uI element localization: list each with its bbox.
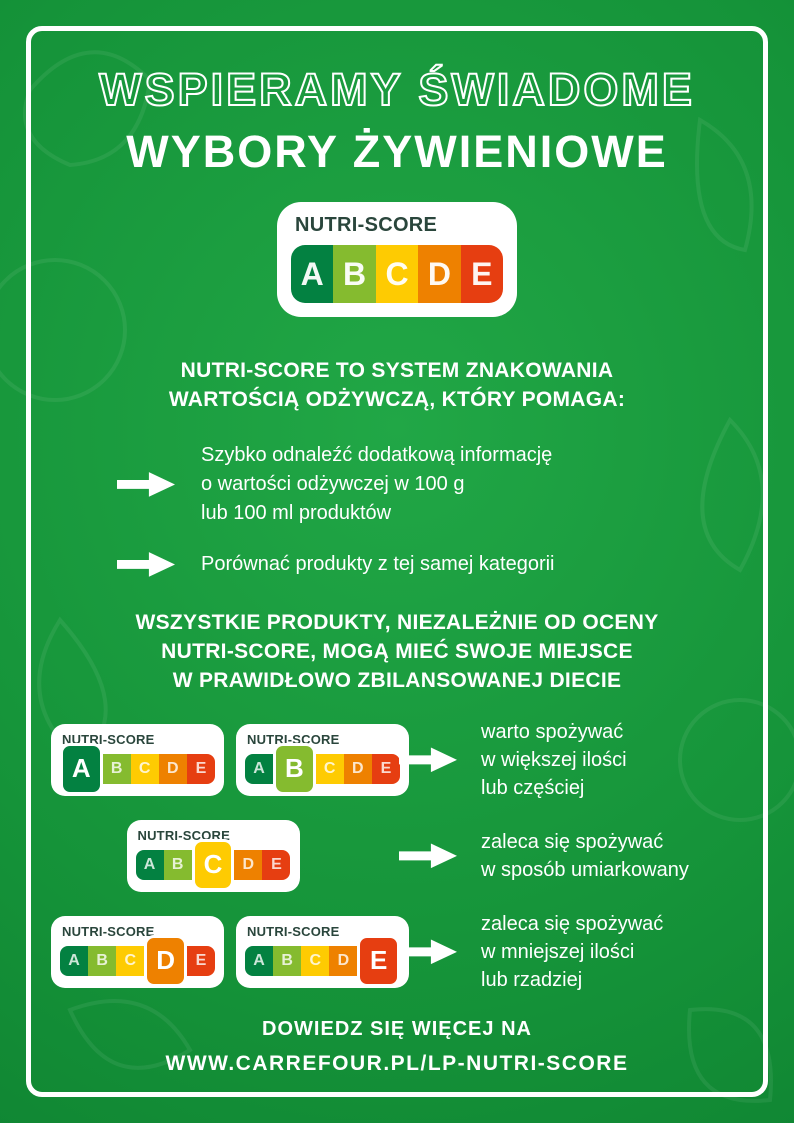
score-letter-e: E	[186, 945, 215, 976]
score-letter-d: D	[343, 753, 372, 784]
score-letter-a: A	[245, 945, 274, 976]
score-advice: zaleca się spożywać w mniejszej ilości l…	[481, 912, 664, 991]
score-letter-a: A	[135, 849, 164, 880]
poster-content: WSPIERAMY ŚWIADOME WYBORY ŻYWIENIOWE NUT…	[31, 31, 763, 1092]
nutriscore-badge-d: NUTRI-SCORE A B C D E	[51, 915, 224, 988]
score-letter-c: C	[375, 245, 419, 303]
nutriscore-label: NUTRI-SCORE	[295, 214, 438, 236]
score-letter-d: D	[158, 753, 187, 784]
score-letter-d: D	[234, 849, 263, 880]
nutriscore-badge-a: NUTRI-SCORE A B C D E	[51, 723, 224, 796]
badge-group: NUTRI-SCORE A B C D E NUTRI-SCORE A	[51, 915, 409, 988]
nutriscore-badge-e: NUTRI-SCORE A B C D E	[236, 915, 409, 988]
intro-heading: NUTRI-SCORE TO SYSTEM ZNAKOWANIA WARTOŚC…	[168, 359, 626, 411]
section-heading: WSZYSTKIE PRODUKTY, NIEZALEŻNIE OD OCENY…	[135, 610, 659, 692]
nutriscore-scale: A B C D E	[245, 934, 400, 987]
score-letter-b: B	[163, 849, 192, 880]
score-letter-c: C	[130, 753, 159, 784]
nutriscore-scale: A B C D E	[291, 245, 504, 303]
score-letter-b: B	[333, 245, 376, 303]
footer-url: WWW.CARREFOUR.PL/LP-NUTRI-SCORE	[165, 1051, 629, 1075]
footer: DOWIEDZ SIĘ WIĘCEJ NA WWW.CARREFOUR.PL/L…	[31, 1018, 763, 1076]
score-letter-e: E	[357, 934, 400, 987]
arrow-right-icon	[399, 843, 457, 869]
nutriscore-scale: A B C D E	[60, 934, 215, 987]
nutriscore-scale: A B C D E	[245, 742, 400, 795]
score-letter-c: C	[301, 945, 330, 976]
benefit-text: Szybko odnaleźć dodatkową informację o w…	[201, 443, 553, 524]
score-letter-b: B	[102, 753, 131, 784]
score-letter-e: E	[460, 245, 504, 303]
score-row-de: NUTRI-SCORE A B C D E NUTRI-SCORE A	[51, 910, 743, 994]
score-letter-d: D	[418, 245, 461, 303]
score-letter-b: B	[273, 742, 316, 795]
score-letter-e: E	[186, 753, 215, 784]
score-row-c: NUTRI-SCORE A B C D E zaleca się spożywa…	[51, 819, 743, 892]
title-main: WYBORY ŻYWIENIOWE	[126, 125, 668, 177]
badge-group: NUTRI-SCORE A B C D E NUTRI-SCORE A	[51, 723, 409, 796]
score-letter-e: E	[371, 753, 400, 784]
score-guide: NUTRI-SCORE A B C D E NUTRI-SCORE A	[51, 718, 743, 994]
score-letter-b: B	[273, 945, 302, 976]
score-letter-a: A	[291, 245, 334, 303]
arrow-right-icon	[399, 747, 457, 773]
score-letter-d: D	[329, 945, 358, 976]
score-letter-c: C	[191, 838, 235, 891]
benefit-item: Porównać produkty z tej samej kategorii	[117, 550, 677, 579]
score-advice: warto spożywać w większej ilości lub czę…	[481, 720, 627, 799]
nutriscore-scale: A B C D E	[60, 742, 215, 795]
score-letter-a: A	[60, 945, 89, 976]
score-letter-a: A	[60, 742, 103, 795]
nutriscore-badge-b: NUTRI-SCORE A B C D E	[236, 723, 409, 796]
title-outline: WSPIERAMY ŚWIADOME	[98, 64, 695, 115]
nutriscore-badge-c: NUTRI-SCORE A B C D E	[126, 819, 300, 892]
score-letter-a: A	[245, 753, 274, 784]
score-letter-c: C	[315, 753, 344, 784]
score-letter-e: E	[262, 849, 291, 880]
nutriscore-scale: A B C D E	[135, 838, 291, 891]
nutriscore-logo: NUTRI-SCORE A B C D E	[277, 202, 517, 317]
score-letter-c: C	[116, 945, 145, 976]
nutriscore-label: NUTRI-SCORE	[247, 731, 340, 747]
nutriscore-label: NUTRI-SCORE	[62, 923, 155, 939]
score-letter-b: B	[88, 945, 117, 976]
benefits-list: Szybko odnaleźć dodatkową informację o w…	[117, 441, 677, 579]
badge-group: NUTRI-SCORE A B C D E	[51, 819, 375, 892]
arrow-right-icon	[117, 552, 175, 577]
nutriscore-label: NUTRI-SCORE	[247, 923, 340, 939]
arrow-right-icon	[399, 939, 457, 965]
benefit-item: Szybko odnaleźć dodatkową informację o w…	[117, 441, 677, 528]
arrow-right-icon	[117, 472, 175, 497]
score-row-ab: NUTRI-SCORE A B C D E NUTRI-SCORE A	[51, 718, 743, 802]
score-advice: zaleca się spożywać w sposób umiarkowany	[481, 830, 689, 881]
footer-info: DOWIEDZ SIĘ WIĘCEJ NA	[262, 1017, 532, 1040]
score-letter-d: D	[144, 934, 187, 987]
benefit-text: Porównać produkty z tej samej kategorii	[201, 552, 555, 575]
